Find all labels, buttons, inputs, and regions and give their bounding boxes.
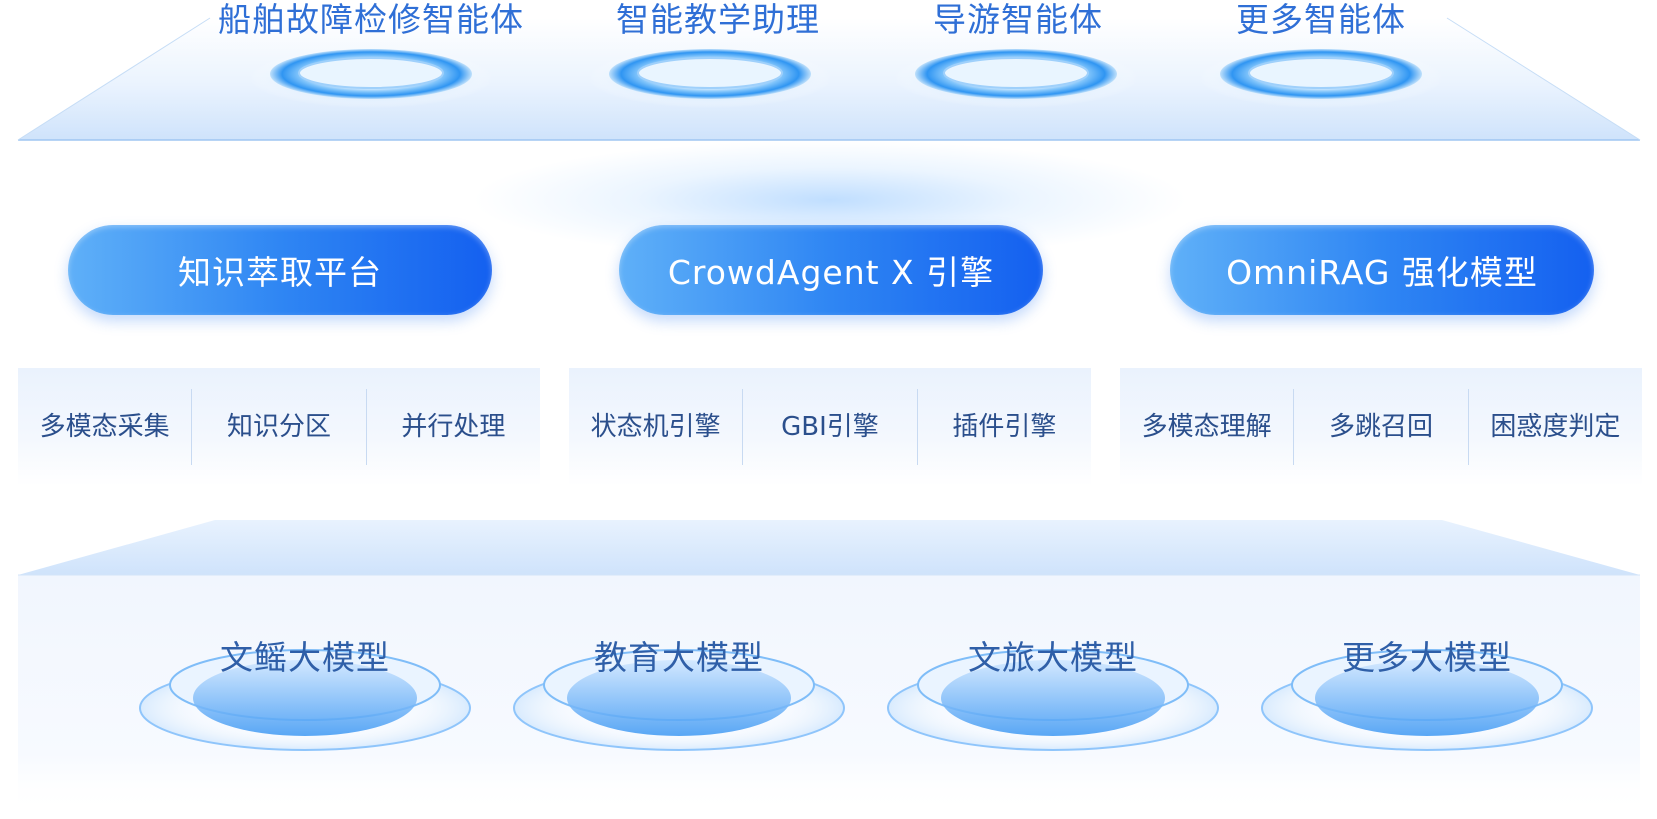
model-title-culture-tourism: 文旅大模型 bbox=[968, 638, 1138, 677]
engine-crowdagent-x: CrowdAgent X 引擎 bbox=[619, 225, 1043, 315]
engine-omnirag: OmniRAG 强化模型 bbox=[1170, 225, 1594, 315]
model-platform-1 bbox=[139, 649, 471, 751]
model-title-more-models: 更多大模型 bbox=[1342, 638, 1512, 677]
agent-title-tour-guide: 导游智能体 bbox=[933, 0, 1103, 39]
capability-item: 多模态理解 bbox=[1141, 412, 1272, 442]
capability-item: 困惑度判定 bbox=[1490, 412, 1621, 442]
capability-item: 并行处理 bbox=[401, 412, 506, 442]
capability-item: 插件引擎 bbox=[952, 412, 1057, 442]
model-platform-2 bbox=[513, 649, 845, 751]
capability-item: 状态机引擎 bbox=[590, 412, 721, 442]
capability-divider bbox=[742, 389, 744, 465]
engine-label: CrowdAgent X 引擎 bbox=[667, 253, 995, 292]
capability-group-omnirag: 多模态理解 多跳召回 困惑度判定 bbox=[1120, 368, 1642, 486]
capability-divider bbox=[191, 389, 193, 465]
capability-group-knowledge: 多模态采集 知识分区 并行处理 bbox=[18, 368, 540, 486]
capability-divider bbox=[1293, 389, 1295, 465]
agent-platform-2 bbox=[588, 48, 832, 108]
capability-item: 多模态采集 bbox=[39, 412, 170, 442]
engine-label: 知识萃取平台 bbox=[178, 253, 382, 292]
agent-title-ship-maintenance: 船舶故障检修智能体 bbox=[218, 0, 524, 39]
model-title-education: 教育大模型 bbox=[594, 638, 764, 677]
capability-divider bbox=[365, 389, 367, 465]
agent-title-more-agents: 更多智能体 bbox=[1236, 0, 1406, 39]
agent-platforms bbox=[249, 48, 1443, 108]
model-platform-4 bbox=[1261, 649, 1593, 751]
capability-item: GBI引擎 bbox=[781, 412, 879, 442]
engine-knowledge-extraction: 知识萃取平台 bbox=[68, 225, 492, 315]
capability-divider bbox=[916, 389, 918, 465]
capability-divider bbox=[1467, 389, 1469, 465]
engine-label: OmniRAG 强化模型 bbox=[1226, 253, 1538, 292]
agent-title-teaching-assistant: 智能教学助理 bbox=[616, 0, 820, 39]
model-title-wenyao: 文鳐大模型 bbox=[220, 638, 390, 677]
capability-item: 多跳召回 bbox=[1328, 412, 1433, 442]
agent-platform-4 bbox=[1199, 48, 1443, 108]
agent-platform-3 bbox=[894, 48, 1138, 108]
agent-layer-plate bbox=[17, 17, 1641, 141]
agent-platform-1 bbox=[249, 48, 493, 108]
model-platforms bbox=[139, 649, 1593, 751]
model-platform-3 bbox=[887, 649, 1219, 751]
capability-group-crowdagent: 状态机引擎 GBI引擎 插件引擎 bbox=[569, 368, 1091, 486]
capability-item: 知识分区 bbox=[226, 412, 331, 442]
model-layer-plate bbox=[18, 520, 1640, 815]
